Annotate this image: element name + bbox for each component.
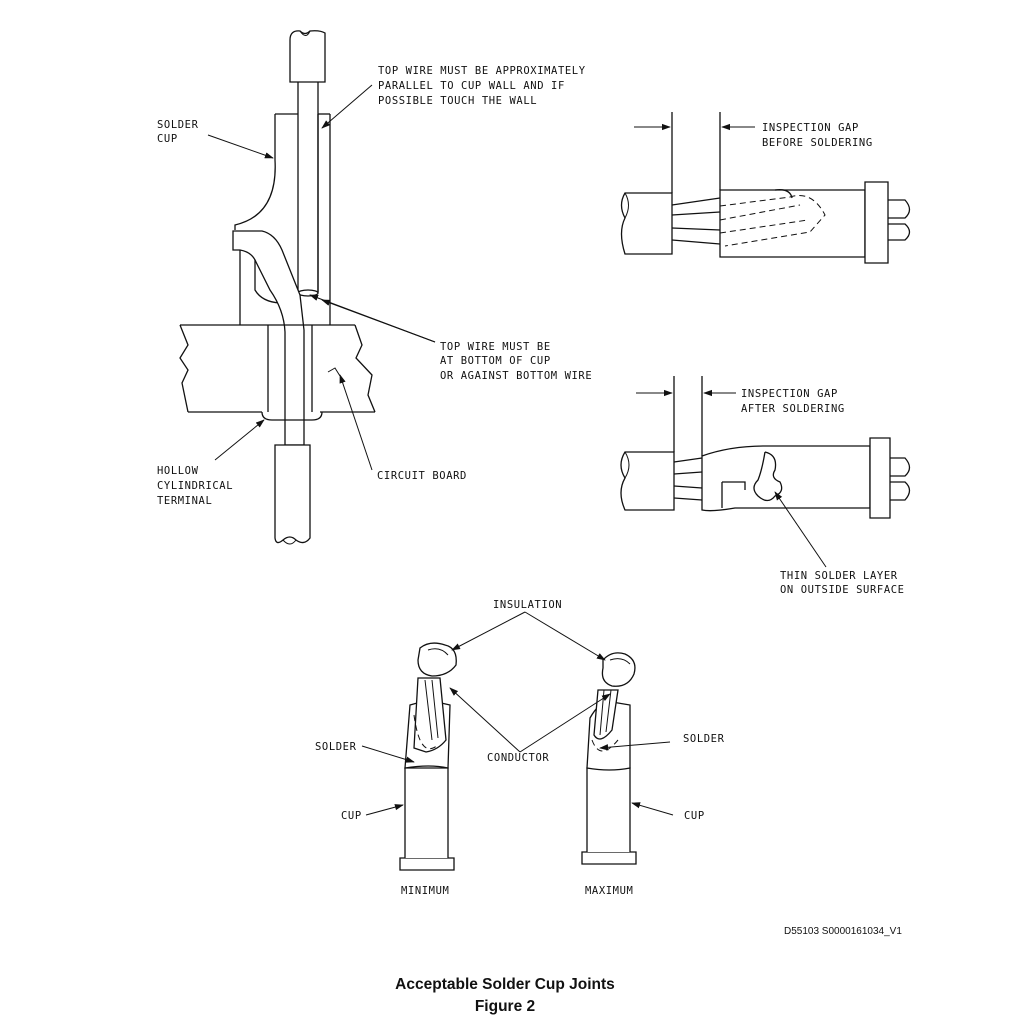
minimum-cup-drawing [399,642,457,871]
inspection-gap-after-drawing [620,376,911,568]
cross-section-drawing [179,30,376,545]
label-thin-solder-layer: THIN SOLDER LAYER ON OUTSIDE SURFACE [780,570,905,596]
figure-number: Figure 2 [475,998,535,1015]
label-maximum: MAXIMUM [585,885,633,897]
label-solder-right: SOLDER [683,733,725,745]
bottom-wire-bend [232,230,305,446]
label-top-wire-parallel: TOP WIRE MUST BE APPROXIMATELY PARALLEL … [378,65,593,107]
label-minimum: MINIMUM [401,885,449,897]
drawing-code: D55103 S0000161034_V1 [784,926,902,937]
bottom-wire-insulation [274,444,311,544]
label-conductor: CONDUCTOR [487,752,549,764]
inspection-gap-before-drawing [620,112,911,264]
label-top-wire-bottom: TOP WIRE MUST BE AT BOTTOM OF CUP OR AGA… [440,341,592,382]
top-wire-insulation [289,30,326,83]
top-wire [297,82,319,292]
label-cup-left: CUP [341,810,362,822]
cross-section-leaders [207,84,436,471]
label-insulation: INSULATION [493,599,562,611]
label-circuit-board: CIRCUIT BOARD [377,470,467,482]
label-solder-left: SOLDER [315,741,357,753]
circuit-board [179,324,376,413]
label-inspection-gap-after: INSPECTION GAP AFTER SOLDERING [741,388,845,415]
maximum-cup-drawing [581,652,637,865]
cups-leaders [361,611,674,816]
solder-cup-left-wall [234,113,298,230]
label-hollow-terminal: HOLLOW CYLINDRICAL TERMINAL [157,465,240,507]
label-inspection-gap-before: INSPECTION GAP BEFORE SOLDERING [762,122,873,149]
label-cup-right: CUP [684,810,705,822]
figure-title: Acceptable Solder Cup Joints [395,976,615,993]
label-solder-cup: SOLDER CUP [157,119,205,145]
